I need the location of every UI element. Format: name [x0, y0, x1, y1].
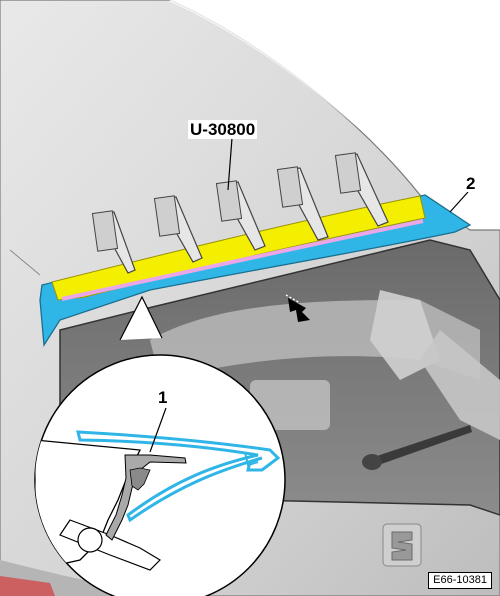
- label-tool-u30800: U-30800: [188, 120, 258, 139]
- seal-bead: [61, 219, 424, 301]
- wiper-arm: [362, 425, 472, 470]
- detail-cross-section: [35, 430, 281, 571]
- seat-logo: [382, 523, 422, 567]
- direction-arrow-icon: [285, 294, 310, 322]
- label-part-1: 1: [158, 388, 168, 407]
- figure-code: E66-10381: [428, 572, 492, 589]
- label-part-2: 2: [466, 174, 476, 193]
